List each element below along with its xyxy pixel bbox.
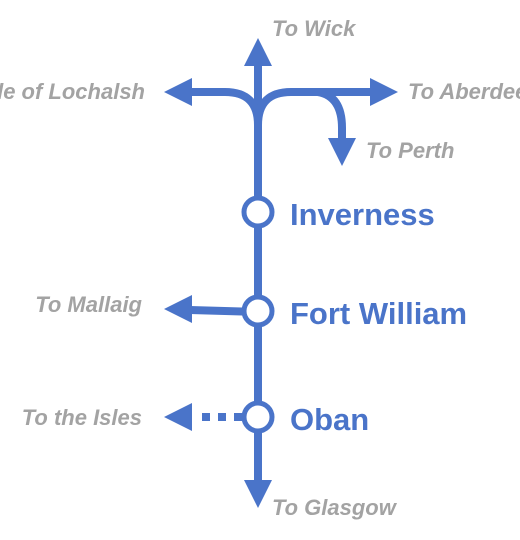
label-to-wick: To Wick: [272, 16, 357, 41]
arrow-west-kyle: [164, 78, 192, 106]
label-to-aberdeen: To Aberdeen: [408, 79, 520, 104]
arrow-east-aberdeen: [370, 78, 398, 106]
station-oban: Oban: [290, 402, 369, 437]
station-fort-william: Fort William: [290, 296, 467, 331]
stop-inverness: [241, 195, 275, 229]
label-to-glasgow: To Glasgow: [272, 495, 398, 520]
branch-kyle: [190, 88, 262, 126]
arrow-west-isles: [164, 403, 192, 431]
stop-fort-william: [241, 294, 275, 328]
branch-perth: [317, 88, 346, 140]
label-to-perth: To Perth: [366, 138, 454, 163]
branch-aberdeen: [254, 88, 372, 126]
arrow-west-mallaig: [164, 295, 192, 323]
label-to-mallaig: To Mallaig: [35, 292, 142, 317]
station-inverness: Inverness: [290, 197, 435, 232]
arrow-south-perth: [328, 138, 356, 166]
stop-oban: [241, 400, 275, 434]
label-to-kyle: To Kyle of Lochalsh: [0, 79, 145, 104]
arrow-south-glasgow: [244, 480, 272, 508]
arrow-north-wick: [244, 38, 272, 66]
label-to-isles: To the Isles: [22, 405, 142, 430]
